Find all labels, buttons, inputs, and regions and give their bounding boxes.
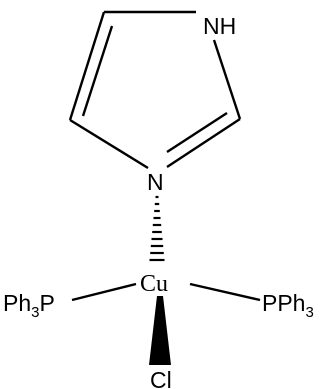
pph3-left-ph: Ph <box>3 290 31 316</box>
atom-label-cu: Cu <box>140 271 168 297</box>
atom-label-pph3-left: Ph3P <box>3 290 55 321</box>
bond-c5-c4-double-inner <box>81 25 114 117</box>
imidazole-ring <box>68 10 242 170</box>
bond-cu-p-left <box>71 282 137 302</box>
bond-c5-c4-double <box>68 11 106 121</box>
bond-c2-n1 <box>212 39 242 120</box>
pph3-right-subscript: 3 <box>305 304 313 321</box>
bond-n3-c2 <box>166 117 241 169</box>
bond-cu-p-right <box>189 282 261 302</box>
atom-label-nh: NH <box>203 13 236 39</box>
solid-wedge-bond-cu-cl <box>149 296 171 365</box>
hashed-wedge-bond-n-cu <box>149 195 165 262</box>
atom-label-cl: Cl <box>150 367 172 389</box>
pph3-right-pph: PPh <box>262 290 305 316</box>
pph3-left-subscript: 3 <box>31 304 39 321</box>
atom-label-n: N <box>147 169 164 195</box>
bond-n3-c2-double-inner <box>166 111 228 154</box>
atom-label-pph3-right: PPh3 <box>262 290 314 321</box>
bond-c4-n3 <box>69 118 149 170</box>
pph3-left-p: P <box>39 290 54 316</box>
